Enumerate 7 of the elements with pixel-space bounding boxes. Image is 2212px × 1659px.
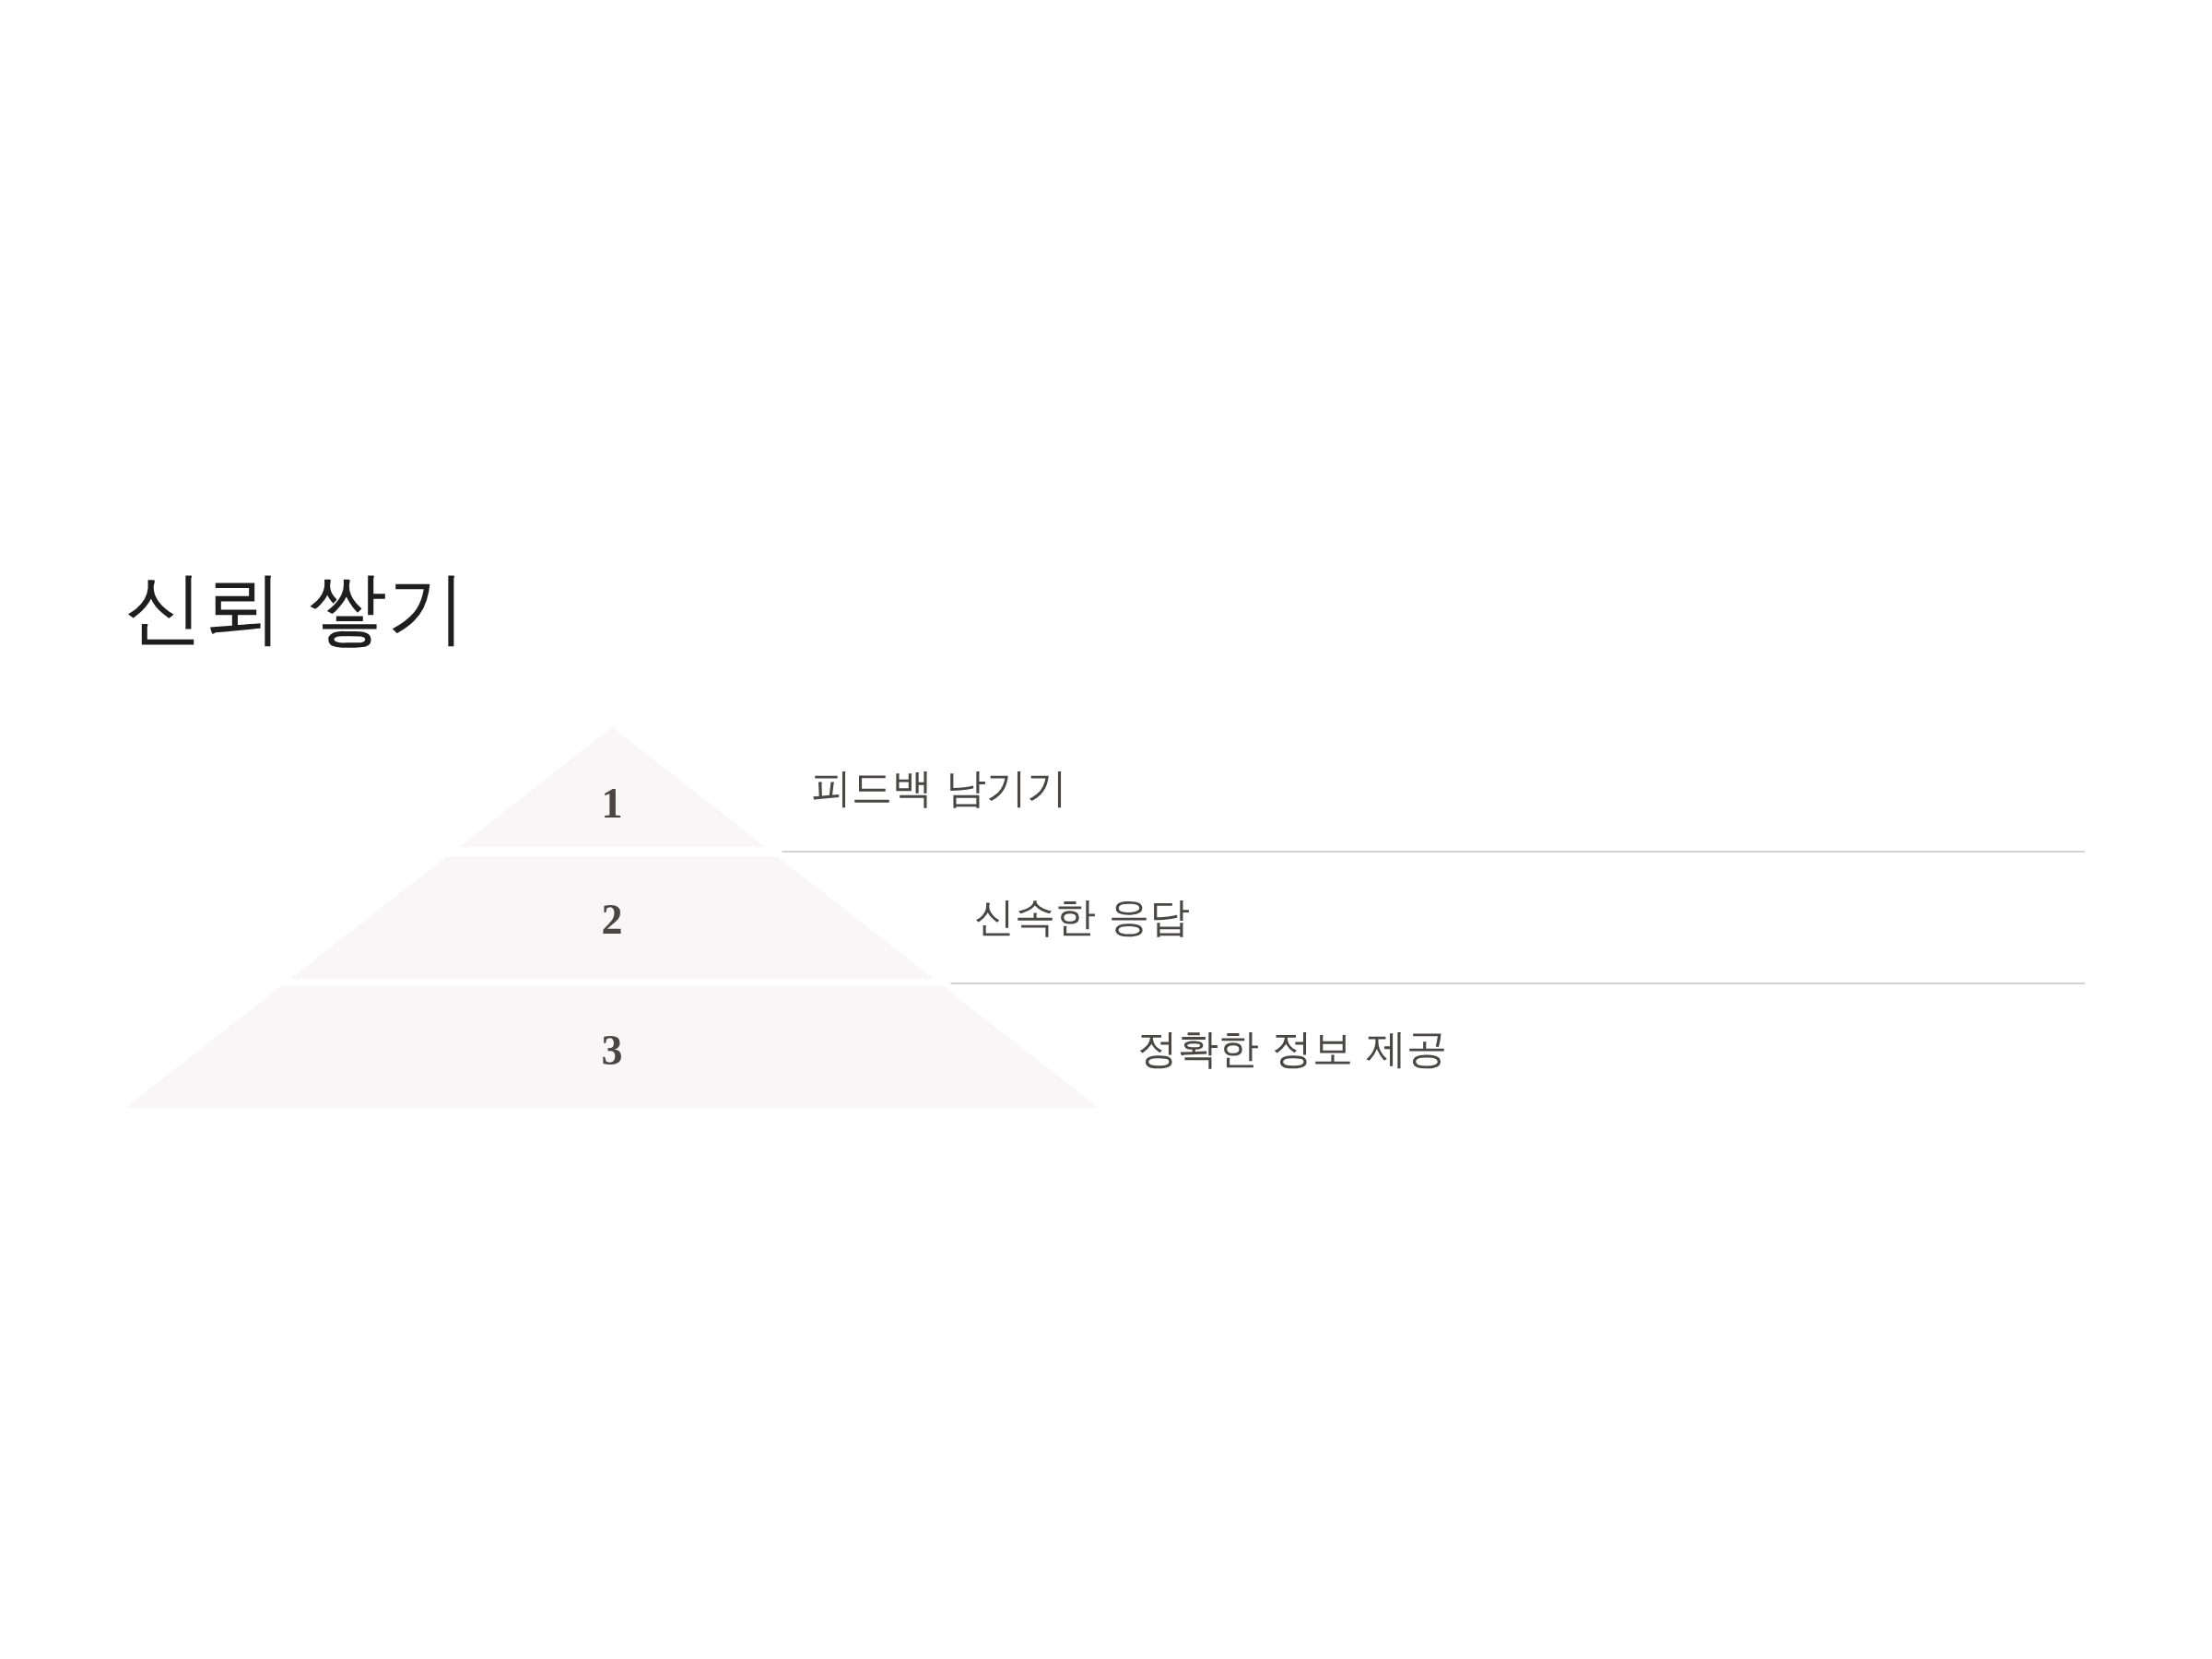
- tier-number: 1: [601, 782, 623, 825]
- tier-label: 정확한 정보 제공: [1137, 1024, 1447, 1074]
- title: 신뢰 쌓기: [124, 560, 467, 655]
- tier-label: 신속한 응답: [974, 892, 1190, 942]
- tier-label: 피드백 남기기: [811, 763, 1067, 813]
- tier-number: 2: [601, 899, 623, 941]
- tier-number: 3: [601, 1030, 623, 1072]
